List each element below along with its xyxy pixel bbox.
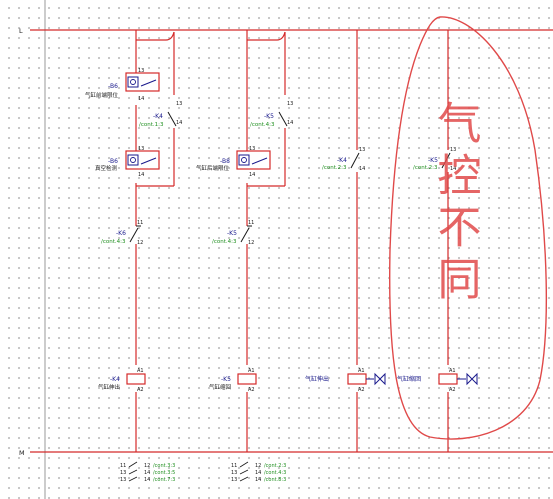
col3-contact-pin-top: 13 [359, 147, 365, 153]
col1-interlock-pin-top: 11 [137, 220, 143, 226]
valve-symbol-extend [366, 372, 386, 386]
contact-k5-interlock[interactable] [240, 225, 252, 243]
col2-row3-pin-a: 13 [231, 477, 237, 483]
col1-interlock-ref: /cont.4:3 [101, 239, 126, 245]
col4-valve-pin-top: A1 [449, 368, 456, 374]
sensor-2-tag: -B6 [108, 158, 118, 165]
col3-valve-pin-top: A1 [358, 368, 365, 374]
col1-row3-ref: /cont.7:3 [153, 477, 175, 483]
col2-row3-ref: /cont.8:3 [264, 477, 286, 483]
branch-1 [135, 30, 175, 452]
col4-contact-ref: /cont.2:3 [413, 165, 438, 171]
col2-coil-pin-top: A1 [248, 368, 255, 374]
col1-row3-pin-b: 14 [144, 477, 150, 483]
sensor-3-pin-bot: 14 [249, 172, 255, 178]
col2-row1-pin-b: 12 [255, 463, 261, 469]
col1-contact-tag: -K4 [153, 113, 163, 120]
col1-row1-pin-a: 11 [120, 463, 126, 469]
col2-interlock-ref: /cont.4:3 [212, 239, 237, 245]
col3-valve-label: 气缸伸出 [305, 375, 329, 383]
col2-coil-pin-bot: A2 [248, 387, 255, 393]
contact-k4-parallel[interactable] [167, 111, 177, 127]
col1-coil-pin-top: A1 [137, 368, 144, 374]
sensor-1-pin-top: 13 [138, 68, 144, 74]
col1-contact-pin-bot: 14 [176, 120, 182, 126]
sensor-3-pin-top: 13 [249, 146, 255, 152]
col1-coil-tag: -K4 [110, 376, 120, 383]
col1-interlock-tag: -K6 [116, 230, 126, 237]
handwritten-loop [389, 16, 548, 440]
sensor-1-pin-bot: 14 [138, 96, 144, 102]
col3-contact-ref: /cont.2:3 [322, 165, 347, 171]
col2-row1-ref: /cont.2:3 [264, 463, 286, 469]
col1-row1-ref: /cont.3:3 [153, 463, 175, 469]
col1-row2-pin-a: 13 [120, 470, 126, 476]
coil-k4[interactable] [126, 373, 146, 385]
contact-k5-parallel[interactable] [278, 111, 288, 127]
coil-k5[interactable] [237, 373, 257, 385]
col3-valve-pin-bot: A2 [358, 387, 365, 393]
col2-contacts-table: 11 12 /cont.2:3 13 14 /cont.4:3 13 14 /c… [231, 461, 286, 483]
col1-contact-ref: /cont.1:3 [139, 122, 164, 128]
col3-contact-tag: -K4 [337, 157, 347, 164]
col4-valve-pin-bot: A2 [449, 387, 456, 393]
sensor-3-tag: -B8 [220, 158, 230, 165]
col4-contact-pin-bot: 14 [450, 166, 456, 172]
col2-coil-tag: -K5 [221, 376, 231, 383]
col2-coil-label: 气缸缩回 [209, 383, 232, 391]
sensor-b6-top[interactable] [125, 72, 160, 92]
col4-valve-label: 气缸缩回 [397, 375, 421, 383]
col1-row2-pin-b: 14 [144, 470, 150, 476]
sensor-3-label: 气缸后端限位 [196, 164, 230, 172]
contact-k4-valve[interactable] [350, 152, 360, 169]
sensor-2-pin-bot: 14 [138, 172, 144, 178]
col1-coil-pin-bot: A2 [137, 387, 144, 393]
contact-k5-valve[interactable] [441, 152, 451, 169]
col2-row3-pin-b: 14 [255, 477, 261, 483]
sensor-b6-vacuum[interactable] [125, 150, 160, 170]
sensor-1-label: 气缸前端限位 [85, 91, 119, 99]
col2-contact-tag: -K5 [264, 113, 274, 120]
col4-contact-pin-top: 13 [450, 147, 456, 153]
contact-k6-interlock[interactable] [129, 225, 141, 243]
handwritten-note: 气控不同 [430, 100, 481, 308]
col1-row3-pin-a: 13 [120, 477, 126, 483]
col2-interlock-pin-bot: 12 [248, 240, 254, 246]
col2-row1-pin-a: 11 [231, 463, 237, 469]
rail-label-bottom: M [19, 449, 25, 457]
col2-contact-pin-top: 13 [287, 101, 293, 107]
col1-interlock-pin-bot: 12 [137, 240, 143, 246]
sensor-b8-rear[interactable] [236, 150, 271, 170]
valve-coil-retract[interactable] [438, 373, 458, 385]
valve-coil-extend[interactable] [347, 373, 367, 385]
col2-row2-pin-a: 13 [231, 470, 237, 476]
col2-row2-ref: /cont.4:3 [264, 470, 286, 476]
sensor-1-tag: -B6 [108, 83, 118, 90]
col2-row2-pin-b: 14 [255, 470, 261, 476]
col2-interlock-tag: -K5 [227, 230, 237, 237]
col1-row1-pin-b: 12 [144, 463, 150, 469]
valve-symbol-retract [457, 372, 478, 386]
sensor-2-label: 真空检测 [95, 164, 118, 172]
col1-coil-label: 气缸伸出 [98, 383, 120, 391]
col2-contact-pin-bot: 14 [287, 120, 293, 126]
col1-contacts-table: 11 12 /cont.3:3 13 14 /cont.3:5 13 14 /c… [120, 461, 175, 483]
sensor-2-pin-top: 13 [138, 146, 144, 152]
col2-interlock-pin-top: 11 [248, 220, 254, 226]
branch-2 [246, 30, 286, 452]
col3-contact-pin-bot: 14 [359, 166, 365, 172]
col1-contact-pin-top: 13 [176, 101, 182, 107]
col4-contact-tag: -K5 [428, 157, 438, 164]
col2-contact-ref: /cont.4:3 [250, 122, 275, 128]
col1-row2-ref: /cont.3:5 [153, 470, 175, 476]
rail-label-top: L [19, 27, 23, 35]
